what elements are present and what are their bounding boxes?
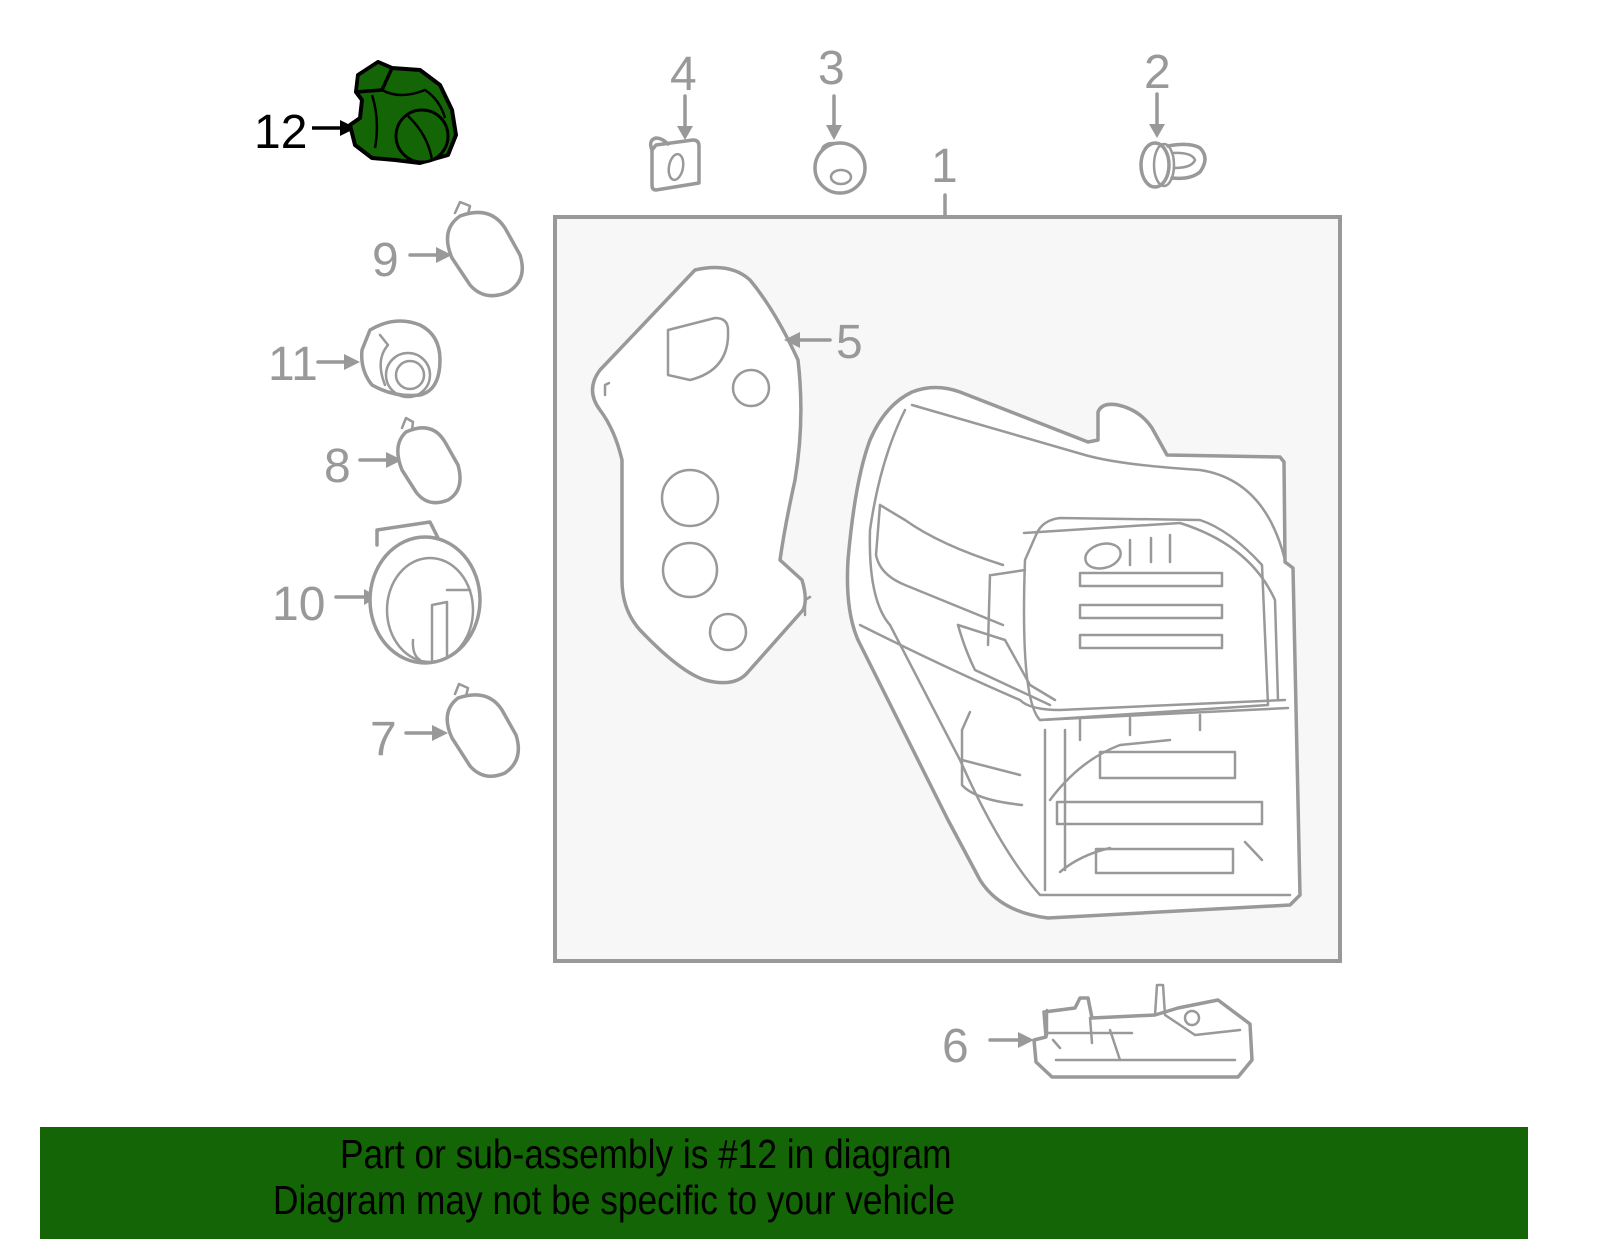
banner-line-part-number: Part or sub-assembly is #12 in diagram	[340, 1131, 952, 1177]
part-9-bulb[interactable]: 9	[372, 200, 524, 298]
callout-label-9: 9	[372, 234, 399, 287]
part-7-bulb[interactable]: 7	[370, 682, 521, 778]
callout-label-2: 2	[1144, 46, 1171, 99]
callout-label-12: 12	[254, 106, 307, 159]
part-4-retainer[interactable]: 4	[648, 48, 701, 192]
part-5-gasket[interactable]: 5	[590, 265, 863, 685]
callout-label-8: 8	[324, 440, 351, 493]
tail-lamp-drawing	[845, 385, 1302, 920]
part-3-grommet[interactable]: 3	[813, 42, 867, 195]
callout-label-1: 1	[931, 140, 958, 193]
info-banner: Part or sub-assembly is #12 in diagram D…	[40, 1127, 1528, 1239]
callout-label-6: 6	[942, 1020, 969, 1073]
part-8-bulb[interactable]: 8	[324, 416, 462, 505]
part-2-clip[interactable]: 2	[1139, 46, 1207, 189]
callout-label-10: 10	[272, 578, 325, 631]
callout-label-3: 3	[818, 42, 845, 95]
part-6-bracket[interactable]: 6	[942, 983, 1254, 1079]
part-12-socket-highlighted[interactable]: 12	[254, 60, 458, 165]
callout-label-7: 7	[370, 713, 397, 766]
callout-label-4: 4	[670, 48, 697, 101]
part-10-socket[interactable]: 10	[272, 520, 482, 665]
part-11-socket[interactable]: 11	[268, 319, 442, 399]
arrow-head-icon	[340, 120, 356, 136]
callout-label-5: 5	[836, 316, 863, 369]
callout-label-11: 11	[268, 338, 318, 391]
banner-line-disclaimer: Diagram may not be specific to your vehi…	[273, 1177, 955, 1223]
